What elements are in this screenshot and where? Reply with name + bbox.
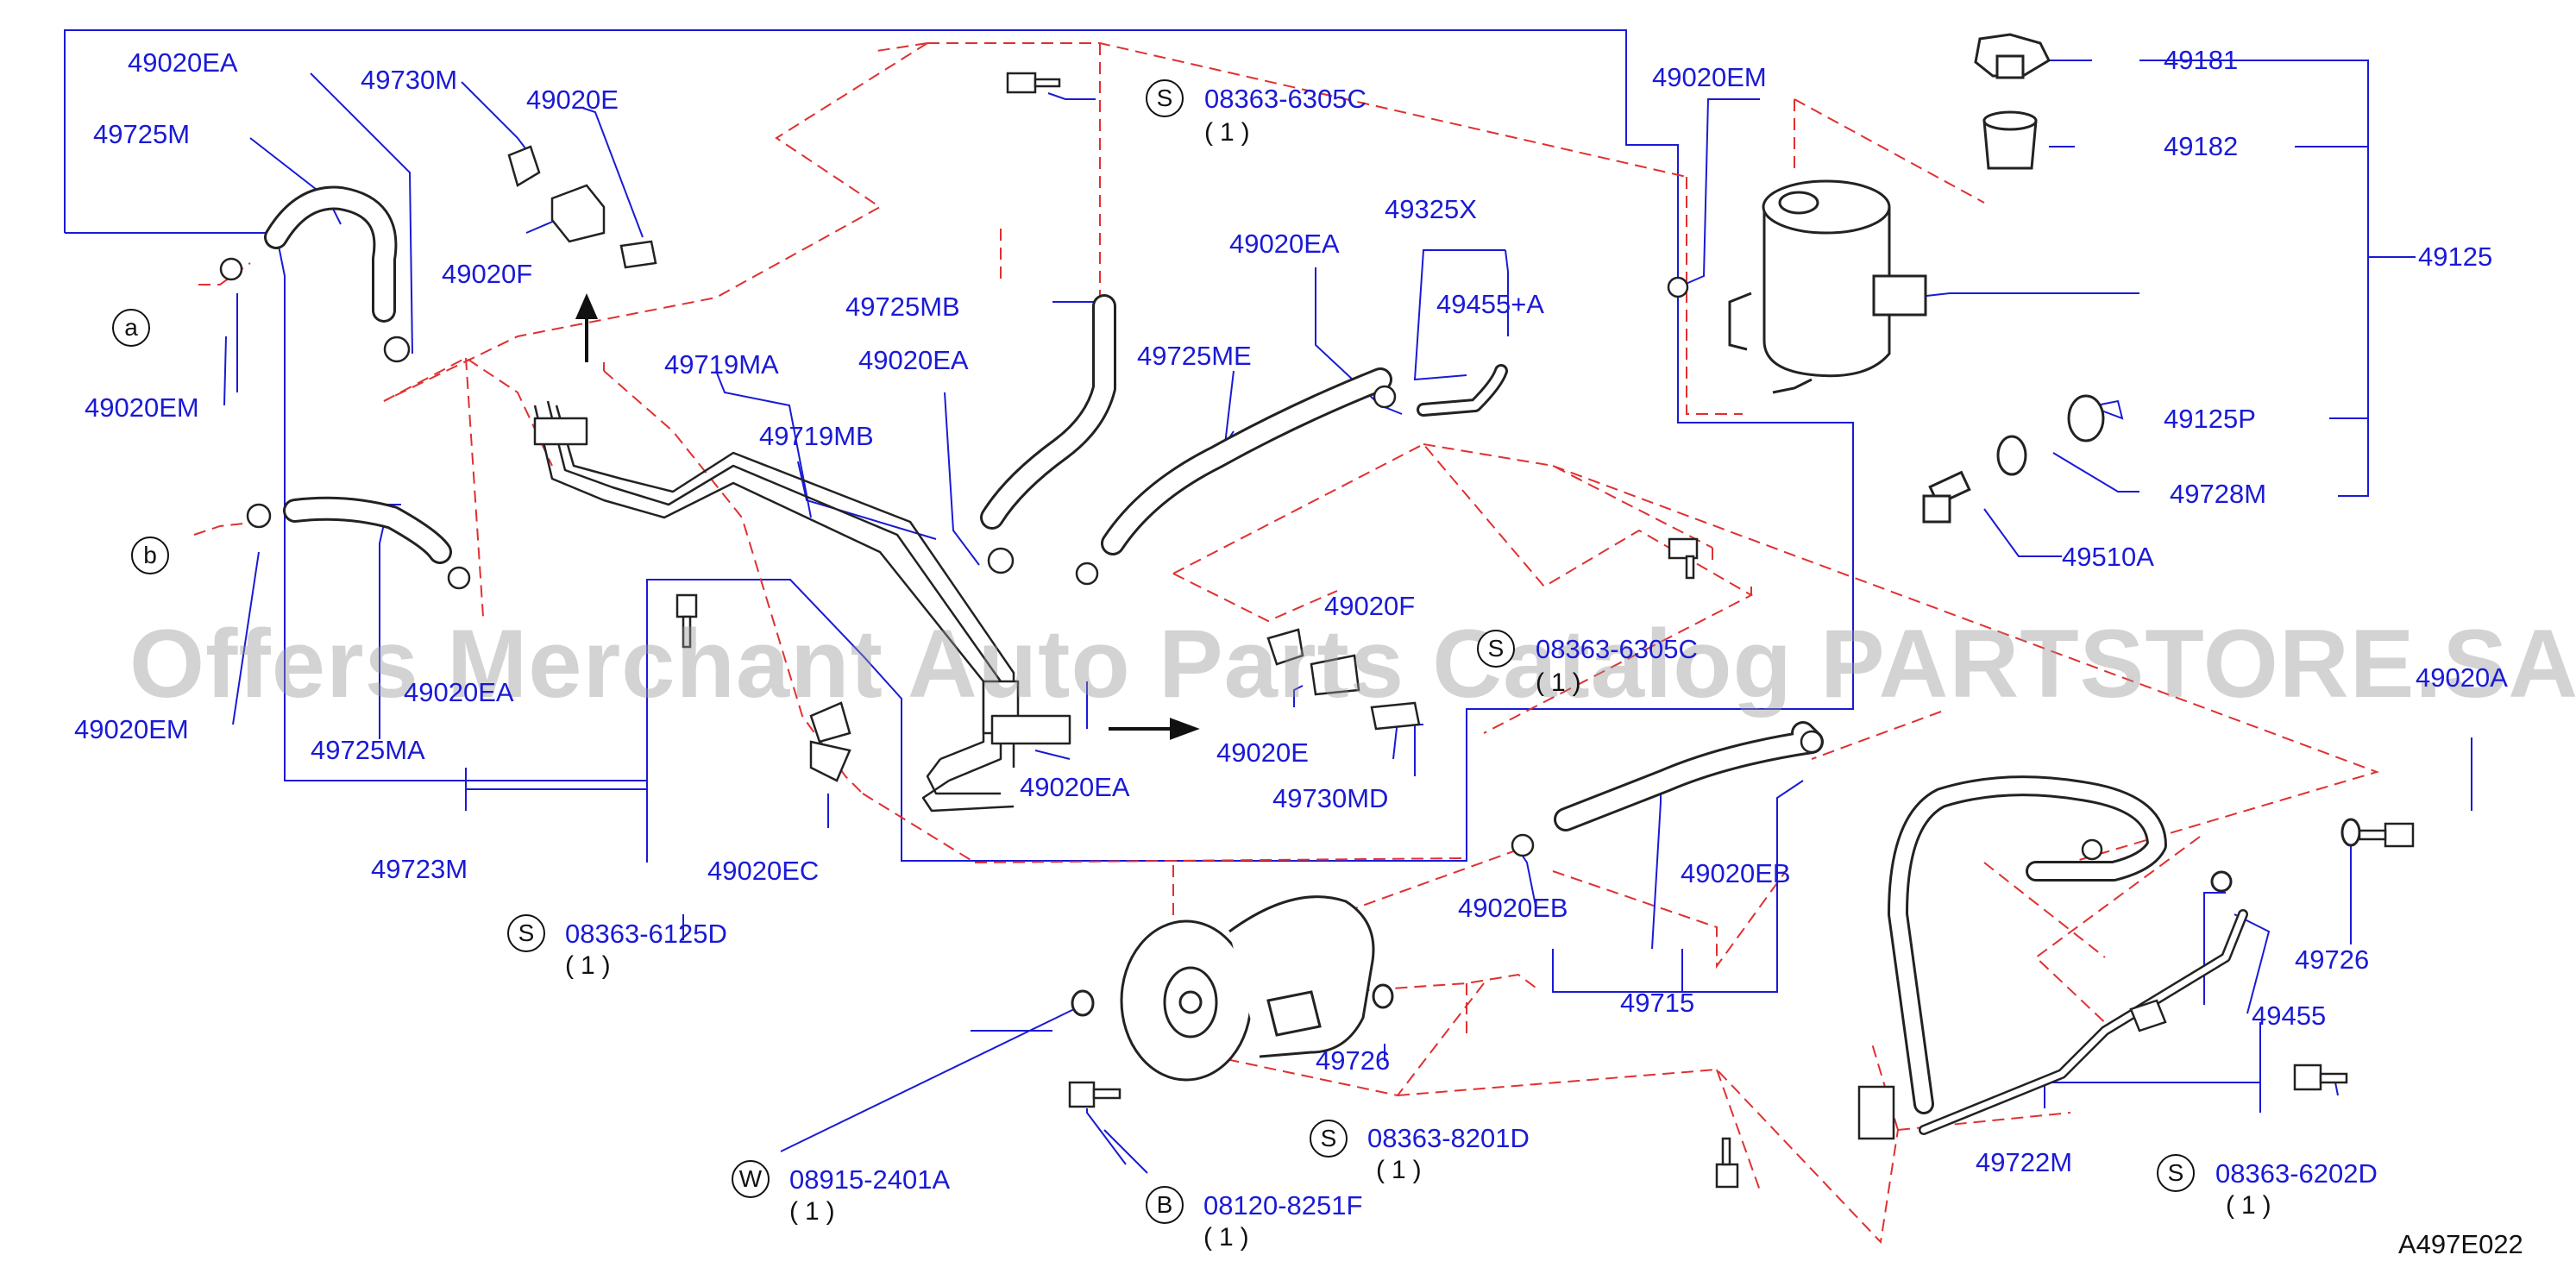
direction-arrows	[575, 292, 1200, 740]
callout-08915-2401A: 08915-2401A	[789, 1164, 951, 1195]
callout-49725M: 49725M	[93, 119, 191, 149]
callout-49020EA-left: 49020EA	[404, 677, 514, 707]
callout-49125P: 49125P	[2164, 404, 2256, 434]
callout-49020EA-top-left: 49020EA	[128, 47, 238, 78]
callout-08363-6202D: 08363-6202D	[2215, 1158, 2378, 1189]
qty-08363-6202D: (1)	[2226, 1191, 2278, 1220]
qty-08363-6125D: (1)	[565, 951, 618, 980]
callout-49020F-lower: 49020F	[1324, 591, 1416, 621]
symbol-s-circle: S	[1477, 630, 1515, 668]
callout-49715: 49715	[1620, 988, 1695, 1018]
qty-08120-8251F: (1)	[1203, 1223, 1256, 1252]
callout-08363-6305C-lower: 08363-6305C	[1536, 634, 1698, 664]
callout-08120-8251F: 08120-8251F	[1203, 1190, 1363, 1220]
symbol-s-circle: S	[1310, 1120, 1348, 1158]
rigid-lines	[533, 400, 1071, 813]
callout-49728M: 49728M	[2170, 479, 2267, 509]
callout-49020E: 49020E	[526, 85, 619, 115]
diagram-code: A497E022	[2398, 1229, 2523, 1259]
callout-49723M: 49723M	[371, 854, 468, 884]
callout-49725ME: 49725ME	[1137, 341, 1252, 371]
symbol-w-circle: W	[732, 1160, 770, 1198]
symbol-s-circle: S	[1146, 79, 1184, 117]
callout-49722M: 49722M	[1976, 1147, 2073, 1177]
callout-49719MB: 49719MB	[759, 421, 874, 451]
callout-49455: 49455	[2252, 1001, 2327, 1031]
callout-49726-right: 49726	[2295, 944, 2370, 975]
callout-49020EM-lower-left: 49020EM	[74, 714, 189, 744]
callout-49020EA-mid: 49020EA	[858, 345, 969, 375]
leader-lines	[223, 60, 2472, 1174]
callout-49125: 49125	[2418, 242, 2493, 272]
callout-08363-8201D: 08363-8201D	[1367, 1123, 1530, 1153]
callout-08363-6305C: 08363-6305C	[1204, 84, 1367, 114]
callout-49730MD: 49730MD	[1272, 783, 1389, 813]
symbol-b-circle: B	[1146, 1186, 1184, 1224]
callout-08363-6125D: 08363-6125D	[565, 919, 727, 949]
callout-49020A: 49020A	[2416, 662, 2508, 693]
callout-49020F: 49020F	[442, 259, 533, 289]
callout-49455-plus-A: 49455+A	[1436, 289, 1544, 319]
qty-08363-8201D: (1)	[1376, 1156, 1429, 1184]
callout-49182: 49182	[2164, 131, 2239, 161]
watermark-text: Offers Merchant Auto Parts Catalog PARTS…	[129, 610, 2576, 718]
callout-49325X: 49325X	[1385, 194, 1477, 224]
callout-49020EB-right: 49020EB	[1681, 858, 1791, 888]
qty-08363-6305C-lower: (1)	[1536, 668, 1588, 697]
callout-49020EM-top: 49020EM	[1652, 62, 1767, 92]
callout-49181: 49181	[2164, 45, 2239, 75]
callout-49020EB-left: 49020EB	[1458, 893, 1568, 923]
symbol-s-circle: S	[2157, 1154, 2195, 1192]
qty-08915-2401A: (1)	[789, 1197, 842, 1226]
callout-49510A: 49510A	[2062, 542, 2154, 572]
callout-49020EC: 49020EC	[707, 856, 820, 886]
hoses	[264, 185, 2248, 1135]
callout-49725MA: 49725MA	[311, 735, 425, 765]
callout-49020EM-left: 49020EM	[85, 392, 199, 423]
reservoir-tank	[1728, 33, 2105, 524]
small-hardware	[219, 72, 2415, 1189]
view-marker-b: b	[131, 536, 169, 574]
callout-49725MB: 49725MB	[845, 292, 960, 322]
view-marker-a: a	[112, 309, 150, 347]
callout-49726-pump: 49726	[1316, 1045, 1391, 1076]
callout-49020EA-lower: 49020EA	[1020, 772, 1130, 802]
symbol-s-circle: S	[507, 914, 545, 952]
callout-49020EA-upper: 49020EA	[1229, 229, 1340, 259]
callout-49719MA: 49719MA	[664, 349, 779, 380]
power-steering-pump	[1071, 818, 2361, 1082]
callout-49730M: 49730M	[361, 65, 458, 95]
callout-49020E-lower: 49020E	[1216, 737, 1309, 768]
qty-08363-6305C: (1)	[1204, 118, 1257, 147]
